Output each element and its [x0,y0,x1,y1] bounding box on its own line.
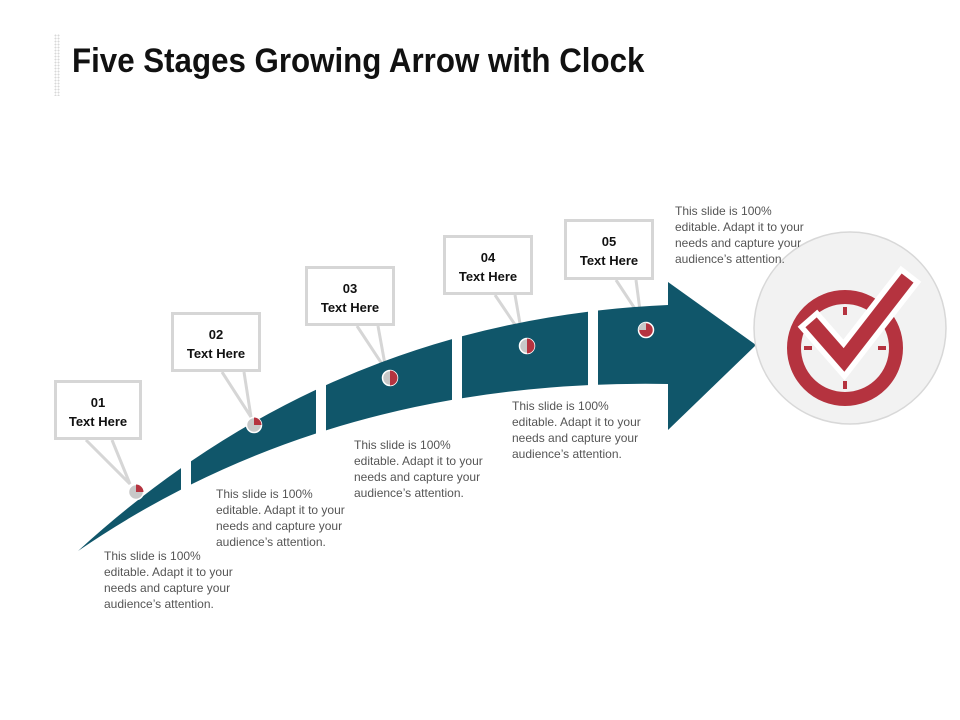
callout-stage-5: 05 Text Here [564,219,654,280]
stage-4-description: This slide is 100% editable. Adapt it to… [512,399,641,461]
pointer-stage-2 [220,371,253,418]
stage-4-label: Text Here [458,269,518,284]
pie-marker-icon-3 [381,369,399,387]
arrow-segment-4 [462,311,588,399]
stage-3-label: Text Here [320,300,380,315]
stage-2-number: 02 [208,327,224,342]
pie-marker-icon-4 [518,337,536,355]
slide-title: Five Stages Growing Arrow with Clock [72,42,645,80]
stage-markers [127,321,655,501]
arrow-segment-1 [78,468,181,551]
stage-3-number: 03 [342,281,358,296]
callout-stage-4: 04 Text Here [443,235,533,295]
arrow-segment-5-head [598,282,756,430]
callout-stage-3: 03 Text Here [305,266,395,326]
stage-5-label: Text Here [579,253,639,268]
stage-2-label: Text Here [186,346,246,361]
pie-marker-icon-2 [245,416,263,434]
stage-1-description: This slide is 100% editable. Adapt it to… [104,549,233,611]
pie-marker-icon-5 [637,321,655,339]
pointer-stage-1 [84,438,132,486]
stage-2-description: This slide is 100% editable. Adapt it to… [216,487,345,549]
stage-3-description: This slide is 100% editable. Adapt it to… [354,438,483,500]
stage-4-number: 04 [480,250,496,265]
stage-5-number: 05 [601,234,617,249]
stage-5-description: This slide is 100% editable. Adapt it to… [675,204,804,266]
stage-1-number: 01 [90,395,106,410]
callout-stage-2: 02 Text Here [171,312,261,372]
callout-stage-1: 01 Text Here [54,380,142,440]
title-accent-dots [54,34,60,96]
pie-marker-icon-1 [127,483,145,501]
stage-1-label: Text Here [68,414,128,429]
arrow-body [78,282,756,551]
clock-check-icon [753,231,947,425]
arrow-segment-2 [191,389,316,485]
